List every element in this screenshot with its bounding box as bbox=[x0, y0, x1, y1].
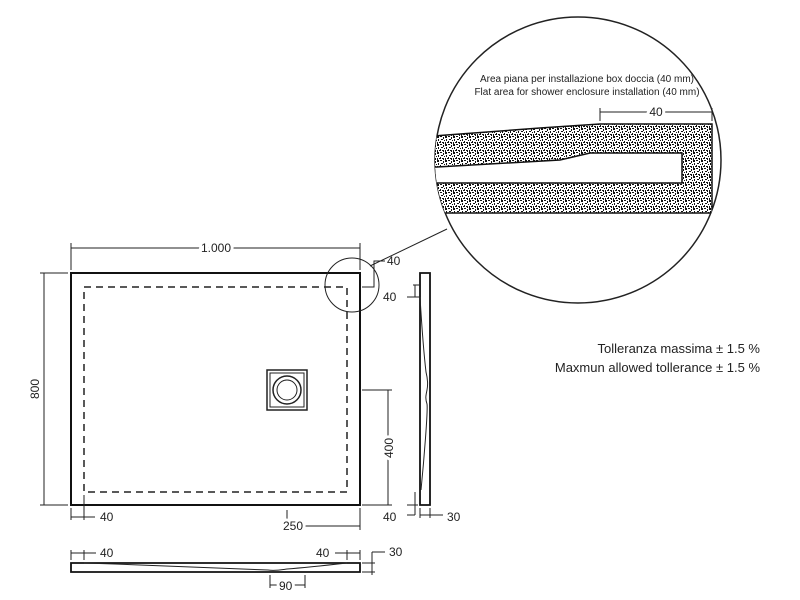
bottom-left-label: 40 bbox=[100, 546, 114, 560]
drain-offset-y-label: 400 bbox=[382, 438, 396, 458]
bottom-left-offset-label: 40 bbox=[100, 510, 114, 524]
bottom-right-label: 40 bbox=[316, 546, 330, 560]
side-thickness-label: 30 bbox=[447, 510, 461, 524]
detail-callout-circle bbox=[324, 257, 380, 313]
detail-view: Area piana per installazione box doccia … bbox=[434, 16, 722, 304]
tolerance-notes: Tolleranza massima ± 1.5 % Maxmun allowe… bbox=[555, 341, 761, 375]
tolerance-en: Maxmun allowed tollerance ± 1.5 % bbox=[555, 360, 761, 375]
plan-view: 1.000 800 40 40 250 400 bbox=[25, 228, 448, 536]
tray-section-cavity bbox=[435, 152, 683, 184]
detail-note-en: Flat area for shower enclosure installat… bbox=[474, 87, 699, 98]
side-bottom-label: 40 bbox=[383, 510, 397, 524]
drain-offset-x-label: 250 bbox=[283, 519, 303, 533]
drain-icon bbox=[266, 369, 308, 411]
width-label: 1.000 bbox=[201, 241, 231, 255]
height-label: 800 bbox=[28, 379, 42, 399]
side-view: 40 40 30 bbox=[383, 272, 461, 524]
drain-width-label: 90 bbox=[279, 579, 293, 593]
flat-area-dashed-outline bbox=[83, 286, 348, 493]
detail-note-it: Area piana per installazione box doccia … bbox=[480, 74, 694, 85]
bottom-thickness-label: 30 bbox=[389, 545, 403, 559]
tolerance-it: Tolleranza massima ± 1.5 % bbox=[598, 341, 761, 356]
detail-flat-label: 40 bbox=[649, 105, 663, 119]
tray-outline bbox=[70, 272, 361, 506]
corner-offset-label: 40 bbox=[387, 254, 401, 268]
bottom-view: 40 40 30 90 bbox=[70, 545, 403, 596]
side-top-label: 40 bbox=[383, 290, 397, 304]
